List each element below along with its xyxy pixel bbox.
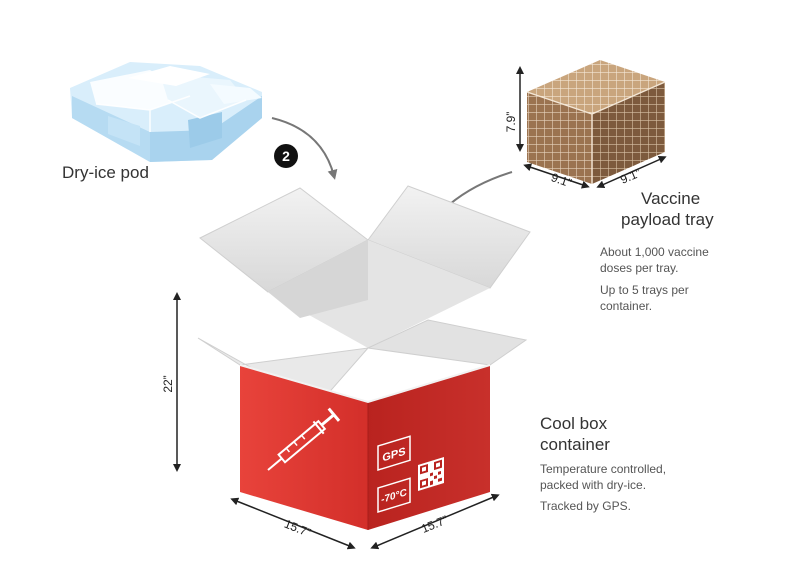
vaccine-tray-desc-line3: Up to 5 trays per	[600, 283, 689, 297]
cool-box-illustration	[197, 185, 531, 530]
cool-box-title-line1: Cool box	[540, 414, 608, 433]
vaccine-tray-desc-line1: About 1,000 vaccine	[600, 245, 709, 259]
box-height-label: 22”	[161, 375, 175, 392]
vaccine-tray-title-line2: payload tray	[621, 210, 714, 229]
box-front-right-flap	[366, 319, 528, 366]
cool-box-desc-line2: packed with dry-ice.	[540, 478, 647, 492]
syringe-icon	[267, 407, 341, 471]
vaccine-payload-tray-cube	[526, 60, 666, 184]
dry-ice-pod-illustration	[70, 62, 262, 162]
step-badge-two: 2	[274, 144, 298, 168]
vaccine-tray-desc-line4: container.	[600, 299, 653, 313]
qr-code-icon	[418, 457, 444, 491]
vaccine-tray-title-line1: Vaccine	[641, 189, 701, 208]
vaccine-tray-desc-line2: doses per tray.	[600, 261, 679, 275]
cool-box-title-line2: container	[540, 435, 610, 454]
box-back-right-flap	[367, 185, 531, 289]
box-width-right-dimension	[370, 493, 500, 550]
arrow-ice-to-box	[271, 117, 338, 180]
box-width-right-label: 15.7”	[419, 513, 450, 536]
svg-text:2: 2	[282, 148, 290, 164]
cool-box-desc-line3: Tracked by GPS.	[540, 499, 631, 513]
box-front-right-face	[368, 365, 490, 530]
tray-width-left-label: 9.1”	[549, 170, 573, 190]
tray-height-label: 7.9”	[504, 112, 518, 133]
tray-width-left-dimension	[523, 163, 590, 189]
tray-width-right-dimension	[596, 155, 667, 189]
cool-box-desc-line1: Temperature controlled,	[540, 462, 667, 476]
dry-ice-pod-label: Dry-ice pod	[62, 163, 149, 182]
box-width-left-dimension	[230, 497, 356, 550]
box-width-left-label: 15.7”	[282, 517, 313, 540]
